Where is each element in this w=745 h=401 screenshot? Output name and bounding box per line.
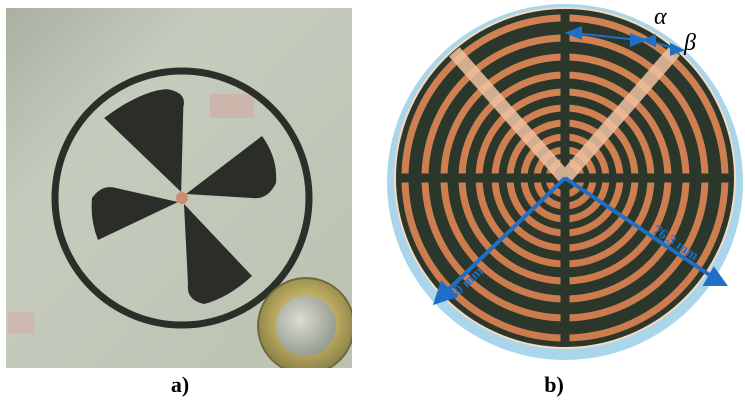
outer-ring [51, 67, 313, 329]
alpha-label: α [654, 4, 667, 30]
disc-edge [394, 7, 736, 349]
diagonal-slots [438, 35, 690, 183]
radial-gaps [397, 10, 733, 346]
feed-point [176, 192, 188, 204]
dimension-arrows [432, 26, 728, 306]
antenna-photo-a [6, 8, 355, 375]
antenna-photo-b: α β 80 mm 76.3 mm [387, 4, 743, 360]
caption-a: a) [170, 372, 190, 397]
beta-label: β [683, 30, 696, 56]
caption-b: b) [544, 372, 564, 397]
photo-panel-b: α β 80 mm 76.3 mm [384, 0, 745, 370]
pink-mark-2 [8, 312, 34, 334]
pink-mark [210, 94, 254, 118]
antenna-arms [91, 89, 277, 304]
photo-panel-a [6, 8, 355, 375]
coin-center [276, 296, 336, 356]
